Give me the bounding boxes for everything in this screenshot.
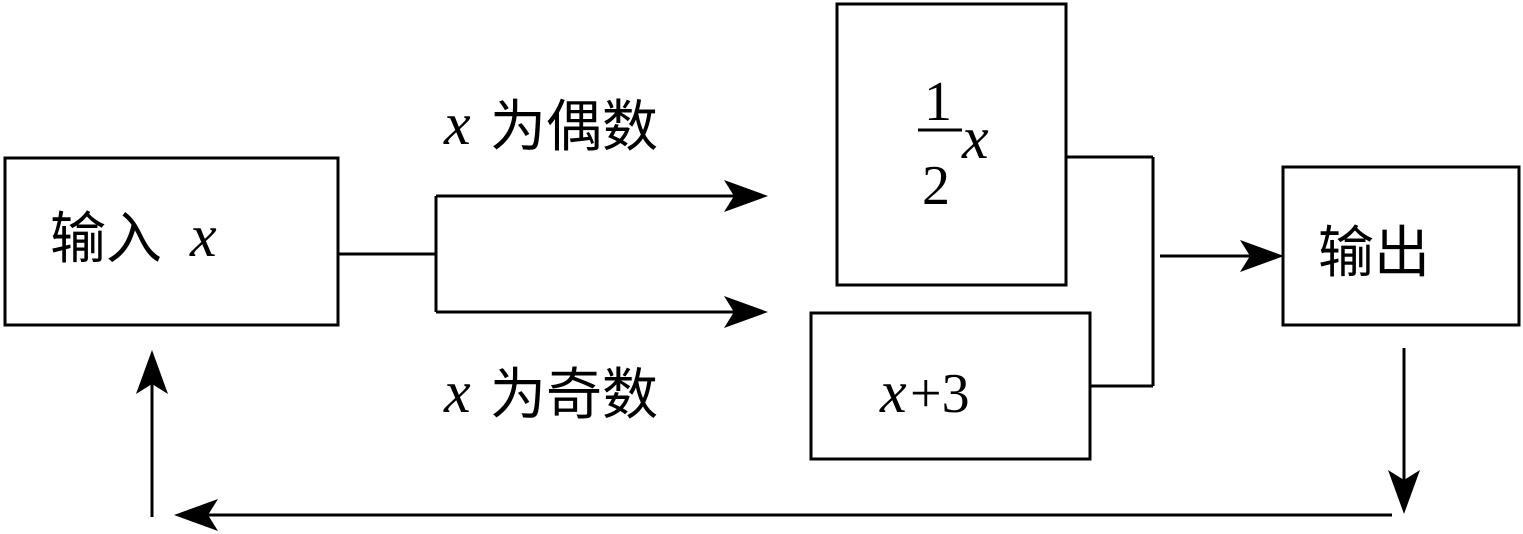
merge-to-output-arrowhead [1240, 240, 1284, 272]
odd-condition-text: 为奇数 [490, 363, 658, 428]
half-numerator: 1 [924, 71, 952, 133]
input-variable: x [189, 203, 217, 269]
even-branch-arrowhead [724, 180, 768, 212]
odd-branch-arrowhead [724, 296, 768, 328]
even-condition-text: 为偶数 [490, 95, 658, 160]
feedback-up-arrowhead [136, 350, 168, 394]
feedback-down-arrowhead [1388, 470, 1420, 514]
output-label: 输出 [1318, 221, 1430, 286]
even-condition-variable: x [443, 91, 471, 157]
half-box [835, 2, 1068, 287]
input-label: 输入 [50, 207, 162, 272]
input-box [3, 156, 340, 327]
half-denominator: 2 [922, 155, 950, 217]
plus3-node: x +3 [809, 311, 1092, 461]
even-condition-label: x 为偶数 [443, 91, 658, 160]
feedback-left-arrowhead [174, 499, 218, 531]
odd-condition-variable: x [443, 359, 471, 425]
input-node: 输入 x [3, 156, 340, 327]
plus3-box [809, 311, 1092, 461]
plus3-variable: x [879, 359, 907, 425]
output-node: 输出 [1281, 165, 1521, 327]
half-variable: x [961, 105, 989, 171]
output-box [1281, 165, 1521, 327]
plus3-rest: +3 [910, 363, 970, 425]
odd-condition-label: x 为奇数 [443, 359, 658, 428]
half-node: 1 2 x [835, 2, 1068, 287]
